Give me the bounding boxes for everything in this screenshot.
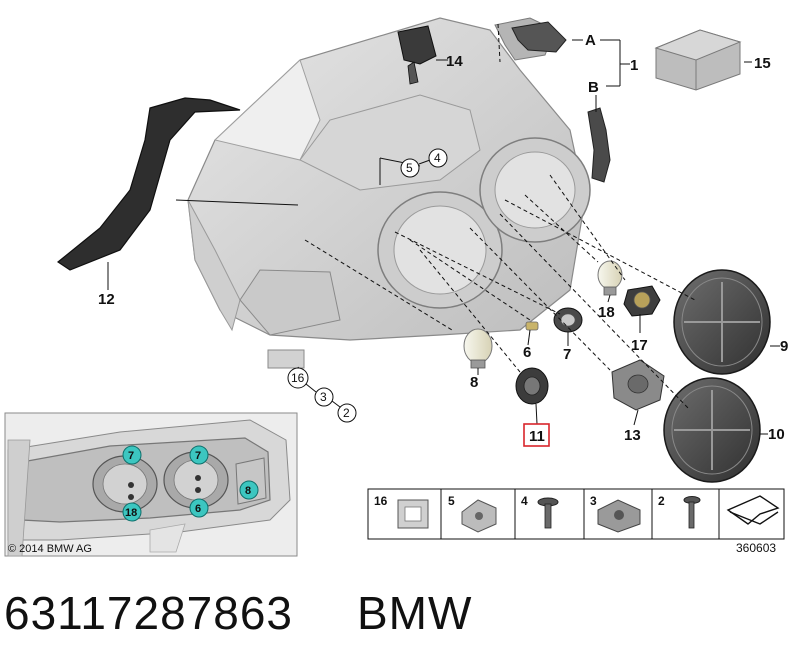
callout-10: 10 — [768, 426, 785, 443]
legend-cell-2: 2 — [658, 494, 665, 508]
inset-label-8: 8 — [245, 485, 251, 497]
callout-7: 7 — [563, 346, 571, 363]
legend-cell-5: 5 — [448, 494, 455, 508]
callout-b: B — [588, 79, 599, 96]
callout-16: 16 — [291, 371, 305, 385]
cover-cap-10 — [663, 377, 761, 483]
callout-15: 15 — [754, 55, 771, 72]
screw-2-icon — [683, 496, 701, 529]
bulb-socket-7 — [553, 307, 583, 333]
part-number: 63117287863 — [4, 587, 293, 639]
housing-mount-tab — [267, 349, 305, 369]
bulb-socket-17 — [623, 285, 661, 317]
callout-3: 3 — [320, 390, 327, 404]
orientation-arrow-icon — [726, 495, 780, 525]
legend-cell-3: 3 — [590, 494, 597, 508]
callout-17: 17 — [631, 337, 648, 354]
bulb-socket-11 — [515, 367, 549, 405]
clip-16-icon — [397, 499, 429, 529]
callout-14: 14 — [446, 53, 463, 70]
inset-vehicle-view: 7 18 7 6 8 © 2014 BMW AG — [4, 412, 298, 557]
callout-9: 9 — [780, 338, 788, 355]
bracket-a — [511, 21, 567, 53]
legend-cell-16: 16 — [374, 494, 388, 508]
headlight-housing — [187, 17, 591, 369]
inset-teal-markers: 7 18 7 6 8 — [122, 445, 259, 522]
package-15 — [654, 29, 742, 91]
callout-4: 4 — [434, 151, 441, 165]
cover-cap-9 — [673, 269, 771, 375]
bulb-6 — [525, 321, 539, 331]
callout-labels: A B 1 15 14 12 18 17 9 10 6 7 8 13 — [98, 32, 788, 444]
hardware-legend: 16 5 4 3 2 360603 — [367, 488, 785, 555]
copyright-text: © 2014 BMW AG — [8, 543, 92, 555]
callout-12: 12 — [98, 291, 115, 308]
drawing-number: 360603 — [736, 541, 776, 555]
inset-label-7-left: 7 — [128, 450, 134, 462]
callout-11: 11 — [529, 428, 545, 445]
callout-11-highlight: 11 — [523, 423, 550, 447]
control-unit-13 — [611, 359, 665, 411]
connector-14 — [397, 25, 437, 85]
callout-1: 1 — [630, 57, 638, 74]
bulb-8 — [463, 328, 493, 369]
inset-label-18: 18 — [125, 507, 137, 519]
speed-nut-5-icon — [461, 499, 497, 533]
legend-cell-4: 4 — [521, 494, 528, 508]
screw-4-icon — [537, 497, 559, 529]
callout-6: 6 — [523, 344, 531, 361]
callout-18: 18 — [598, 304, 615, 321]
callout-5: 5 — [406, 161, 413, 175]
callout-2: 2 — [343, 406, 350, 420]
circled-callouts: 5 4 16 3 2 — [287, 148, 448, 423]
side-bracket-12 — [56, 97, 241, 271]
nut-clip-3-icon — [597, 499, 641, 533]
inset-label-6: 6 — [195, 503, 201, 515]
bracket-b — [587, 107, 611, 183]
bulb-18 — [597, 260, 623, 296]
callout-13: 13 — [624, 427, 641, 444]
assembly-dashed-lines — [304, 23, 696, 411]
callout-a: A — [585, 32, 596, 49]
brand-name: BMW — [357, 587, 473, 639]
callout-8: 8 — [470, 374, 478, 391]
inset-label-7-right: 7 — [195, 450, 201, 462]
